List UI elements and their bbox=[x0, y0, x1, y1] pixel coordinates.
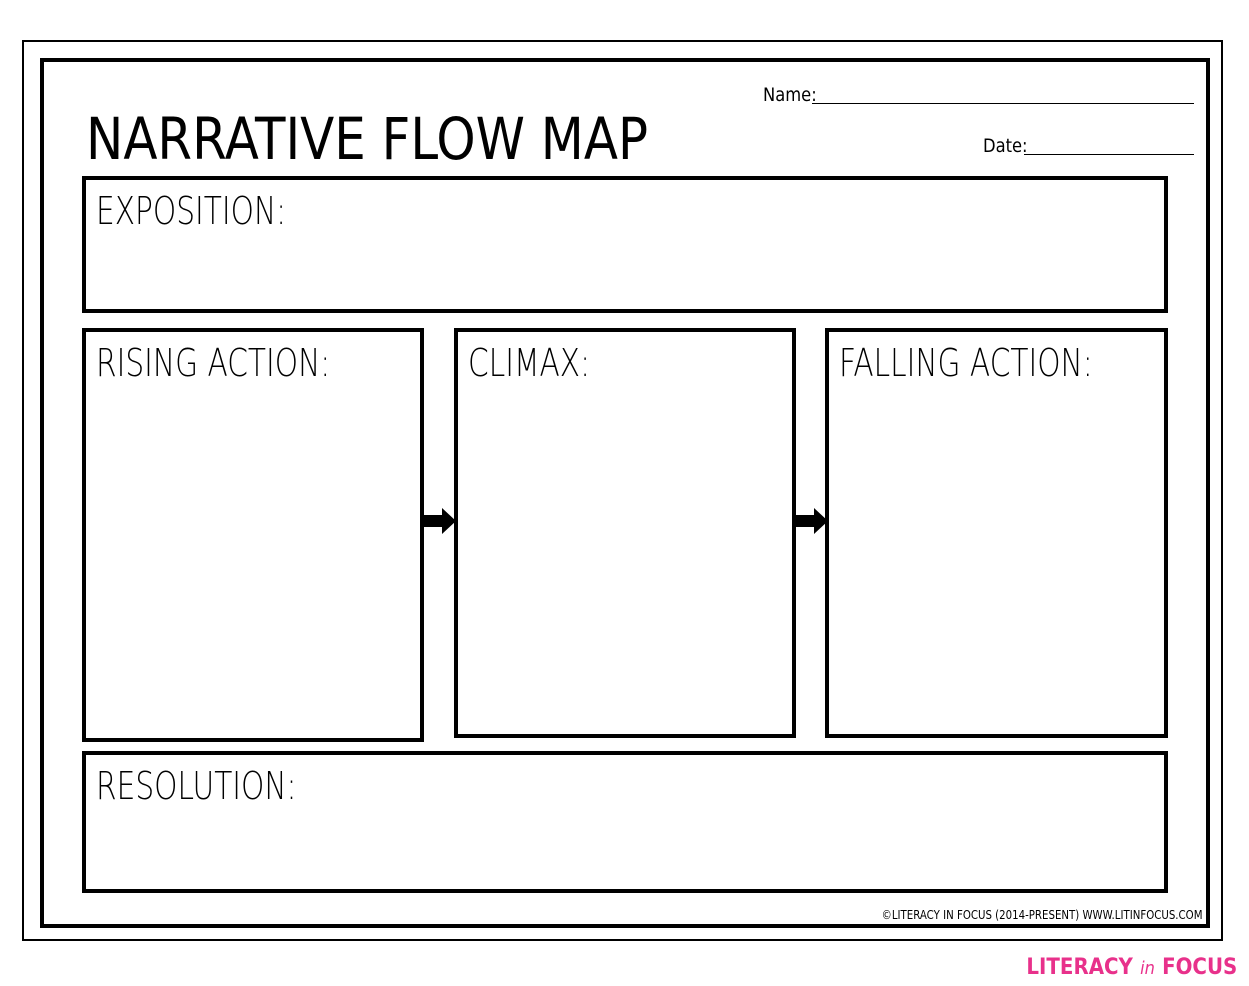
falling-action-box[interactable]: FALLING ACTION: bbox=[825, 328, 1168, 738]
page-border bbox=[22, 40, 1223, 941]
resolution-label: RESOLUTION: bbox=[96, 764, 297, 808]
arrow-right-icon bbox=[794, 508, 828, 534]
name-label: Name: bbox=[763, 84, 817, 106]
rising-action-label: RISING ACTION: bbox=[96, 341, 331, 385]
falling-action-label: FALLING ACTION: bbox=[839, 341, 1093, 385]
exposition-label: EXPOSITION: bbox=[96, 189, 287, 233]
worksheet-frame bbox=[40, 58, 1210, 928]
brand-logo-left: LITERACY bbox=[1026, 955, 1133, 980]
arrow-right-icon bbox=[422, 508, 456, 534]
copyright-notice: ©LITERACY IN FOCUS (2014-PRESENT) WWW.LI… bbox=[882, 908, 1203, 922]
date-field[interactable] bbox=[1024, 154, 1194, 155]
brand-logo-right: FOCUS bbox=[1161, 955, 1237, 980]
brand-logo: LITERACY in FOCUS bbox=[1026, 954, 1237, 983]
climax-box[interactable]: CLIMAX: bbox=[454, 328, 796, 738]
date-label: Date: bbox=[983, 135, 1028, 157]
name-field[interactable] bbox=[812, 103, 1194, 104]
resolution-box[interactable]: RESOLUTION: bbox=[82, 751, 1168, 893]
page-title: NARRATIVE FLOW MAP bbox=[86, 105, 649, 173]
exposition-box[interactable]: EXPOSITION: bbox=[82, 176, 1168, 313]
rising-action-box[interactable]: RISING ACTION: bbox=[82, 328, 424, 742]
brand-logo-mid: in bbox=[1139, 958, 1155, 979]
climax-label: CLIMAX: bbox=[468, 341, 591, 385]
